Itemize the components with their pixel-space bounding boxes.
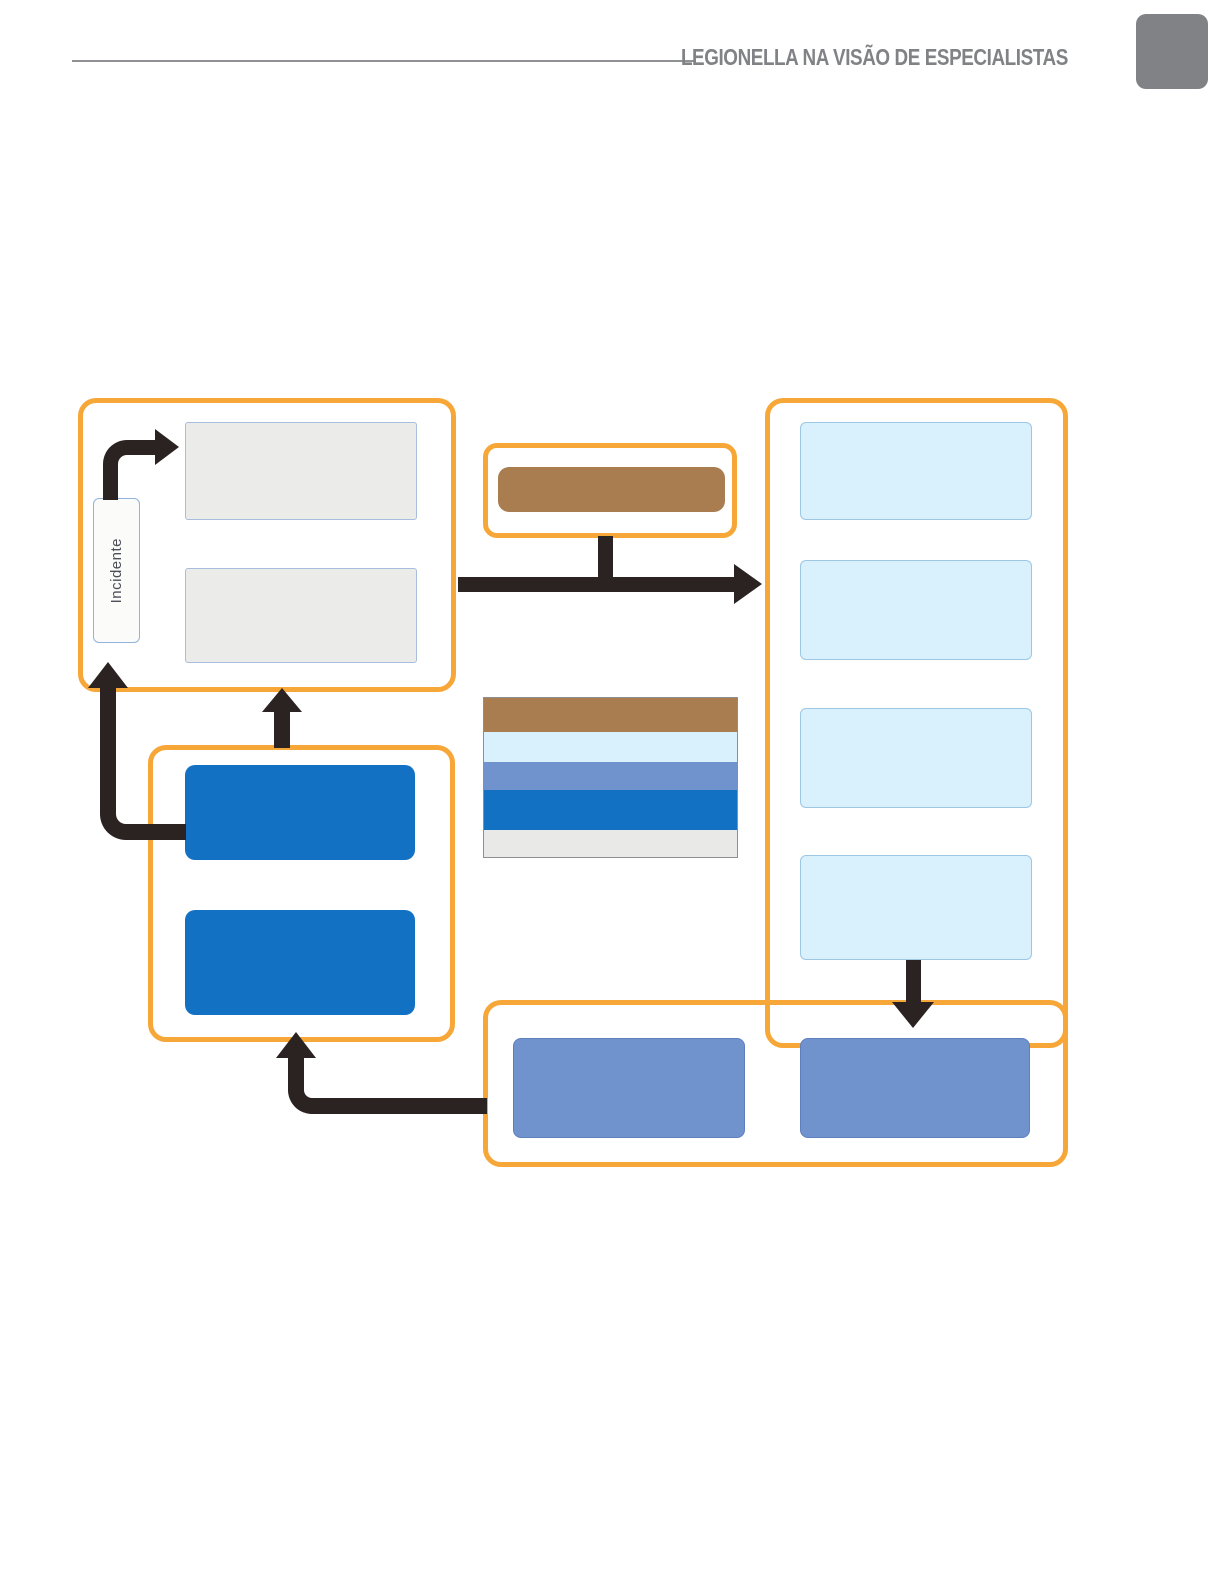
arrow-down-head-icon (892, 1002, 934, 1028)
arrow-down-shaft (906, 960, 921, 1005)
arrow-incident-head-icon (155, 429, 179, 465)
header-rule (72, 60, 696, 62)
arrow-main-shaft (458, 577, 738, 592)
legend-row-brown (484, 698, 737, 732)
gray-box-1 (185, 422, 417, 520)
group-tag (483, 443, 737, 538)
arrow-up-head-icon (262, 688, 302, 712)
arrow-main-head-icon (734, 564, 762, 604)
page-title: LEGIONELLA NA VISÃO DE ESPECIALISTAS (681, 44, 1068, 70)
strong-blue-box-2 (185, 910, 415, 1015)
color-legend (483, 697, 738, 858)
muted-blue-box-2 (800, 1038, 1030, 1138)
legend-row-gray (484, 830, 737, 857)
arrow-bottom-elbow (288, 1058, 487, 1114)
arrow-bottom-head-icon (276, 1032, 316, 1058)
brown-tag-box (498, 467, 725, 512)
pale-blue-box-2 (800, 560, 1032, 660)
pale-blue-box-1 (800, 422, 1032, 520)
arrow-up-shaft (274, 710, 290, 748)
incident-box: Incidente (93, 498, 140, 643)
legend-row-strong-blue (484, 790, 737, 830)
incident-label: Incidente (108, 537, 125, 604)
page-corner-tab (1136, 14, 1208, 89)
pale-blue-box-3 (800, 708, 1032, 808)
arrow-left-head-icon (88, 662, 128, 688)
legend-row-pale-blue (484, 732, 737, 762)
pale-blue-box-4 (800, 855, 1032, 960)
muted-blue-box-1 (513, 1038, 745, 1138)
group-bottom (483, 1000, 1068, 1167)
legend-row-muted-blue (484, 762, 737, 790)
gray-box-2 (185, 568, 417, 663)
arrow-incident-elbow (103, 440, 161, 500)
connector-tag-stub (598, 536, 613, 584)
arrow-left-elbow (100, 688, 186, 840)
strong-blue-box-1 (185, 765, 415, 860)
